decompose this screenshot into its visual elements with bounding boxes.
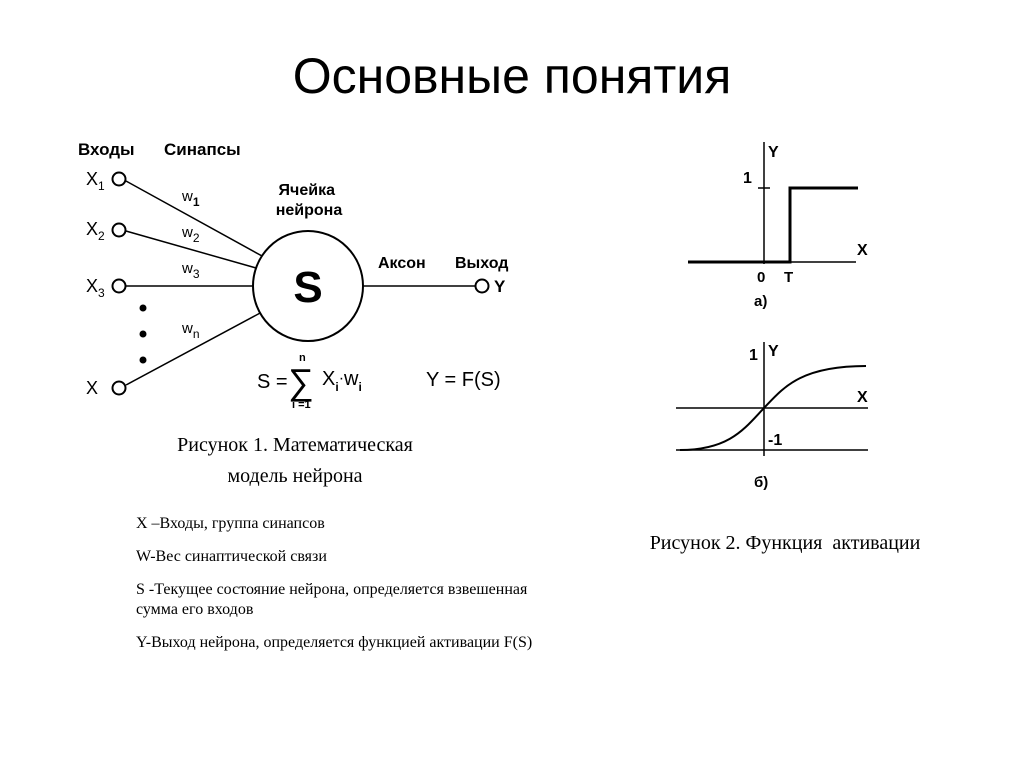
input-label-n: X xyxy=(86,378,98,398)
sigmoid-chart-label: б) xyxy=(754,474,768,491)
definition-item: Y-Выход нейрона, определяется функцией а… xyxy=(136,634,533,651)
definition-item: X –Входы, группа синапсов xyxy=(136,515,325,532)
definitions-list: X –Входы, группа синапсов W-Вес синаптич… xyxy=(136,514,556,666)
step-function-chart: Y 1 X 0 T а) xyxy=(688,142,868,310)
slide-title: Основные понятия xyxy=(292,48,732,104)
definition-item: W-Вес синаптической связи xyxy=(136,548,327,565)
input-node-3 xyxy=(111,278,127,294)
output-symbol: Y xyxy=(494,277,506,296)
step-threshold-label: T xyxy=(784,269,793,286)
input-node-n xyxy=(111,380,127,396)
sum-lower-limit: i =1 xyxy=(292,399,311,411)
sum-upper-limit: n xyxy=(299,352,306,364)
sigmoid-function-chart: 1 Y X -1 б) xyxy=(676,342,868,491)
synapse-line-1 xyxy=(125,180,263,257)
weight-label-1: w1 xyxy=(181,188,200,209)
weight-label-2: w2 xyxy=(181,224,200,245)
formula-output: Y = F(S) xyxy=(426,369,501,391)
axon-label: Аксон xyxy=(378,255,426,272)
input-node-2 xyxy=(111,222,127,238)
step-chart-label: а) xyxy=(754,293,767,310)
input-label-1: X1 xyxy=(86,169,105,193)
input-node-1 xyxy=(111,171,127,187)
synapse-line-2 xyxy=(125,230,257,269)
sigmoid-x-axis-label: X xyxy=(857,389,868,406)
sigma-symbol: ∑ xyxy=(288,361,314,402)
synapse-line-n xyxy=(125,311,263,386)
step-y-axis-label: Y xyxy=(768,144,779,161)
soma-label: S xyxy=(293,263,322,312)
ellipsis-dot xyxy=(139,356,147,364)
step-curve xyxy=(688,186,858,264)
weight-label-3: w3 xyxy=(181,260,200,281)
weight-label-n: wn xyxy=(181,320,200,341)
inputs-label: Входы xyxy=(78,140,135,159)
figure2-caption: Рисунок 2. Функция активации xyxy=(649,532,921,554)
formula-term: Xi·wi xyxy=(322,368,362,394)
output-node xyxy=(474,278,490,294)
step-one-label: 1 xyxy=(743,170,752,187)
input-label-2: X2 xyxy=(86,219,105,243)
input-label-3: X3 xyxy=(86,276,105,300)
figure1-caption: Рисунок 1. Математическая модель нейрона xyxy=(135,430,455,492)
neuron-diagram: Входы Синапсы X1 X2 X3 X w1 w2 w3 wn Яче… xyxy=(78,140,508,411)
figure1-caption-line2: модель нейрона xyxy=(227,465,363,487)
sigmoid-minus-one-label: -1 xyxy=(768,432,782,449)
ellipsis-dot xyxy=(139,330,147,338)
sigmoid-y-axis-label: Y xyxy=(768,343,779,360)
synapses-label: Синапсы xyxy=(164,140,241,159)
step-zero-label: 0 xyxy=(757,269,765,286)
definition-item: S -Текущее состояние нейрона, определяет… xyxy=(136,581,528,618)
output-label: Выход xyxy=(455,255,508,272)
ellipsis-dot xyxy=(139,304,147,312)
cell-label: Ячейка нейрона xyxy=(276,182,343,219)
figure1-caption-line1: Рисунок 1. Математическая xyxy=(177,434,413,456)
sigmoid-one-label: 1 xyxy=(749,347,758,364)
sigmoid-curve xyxy=(679,365,867,451)
formula-lhs: S = xyxy=(257,371,288,393)
step-x-axis-label: X xyxy=(857,242,868,259)
